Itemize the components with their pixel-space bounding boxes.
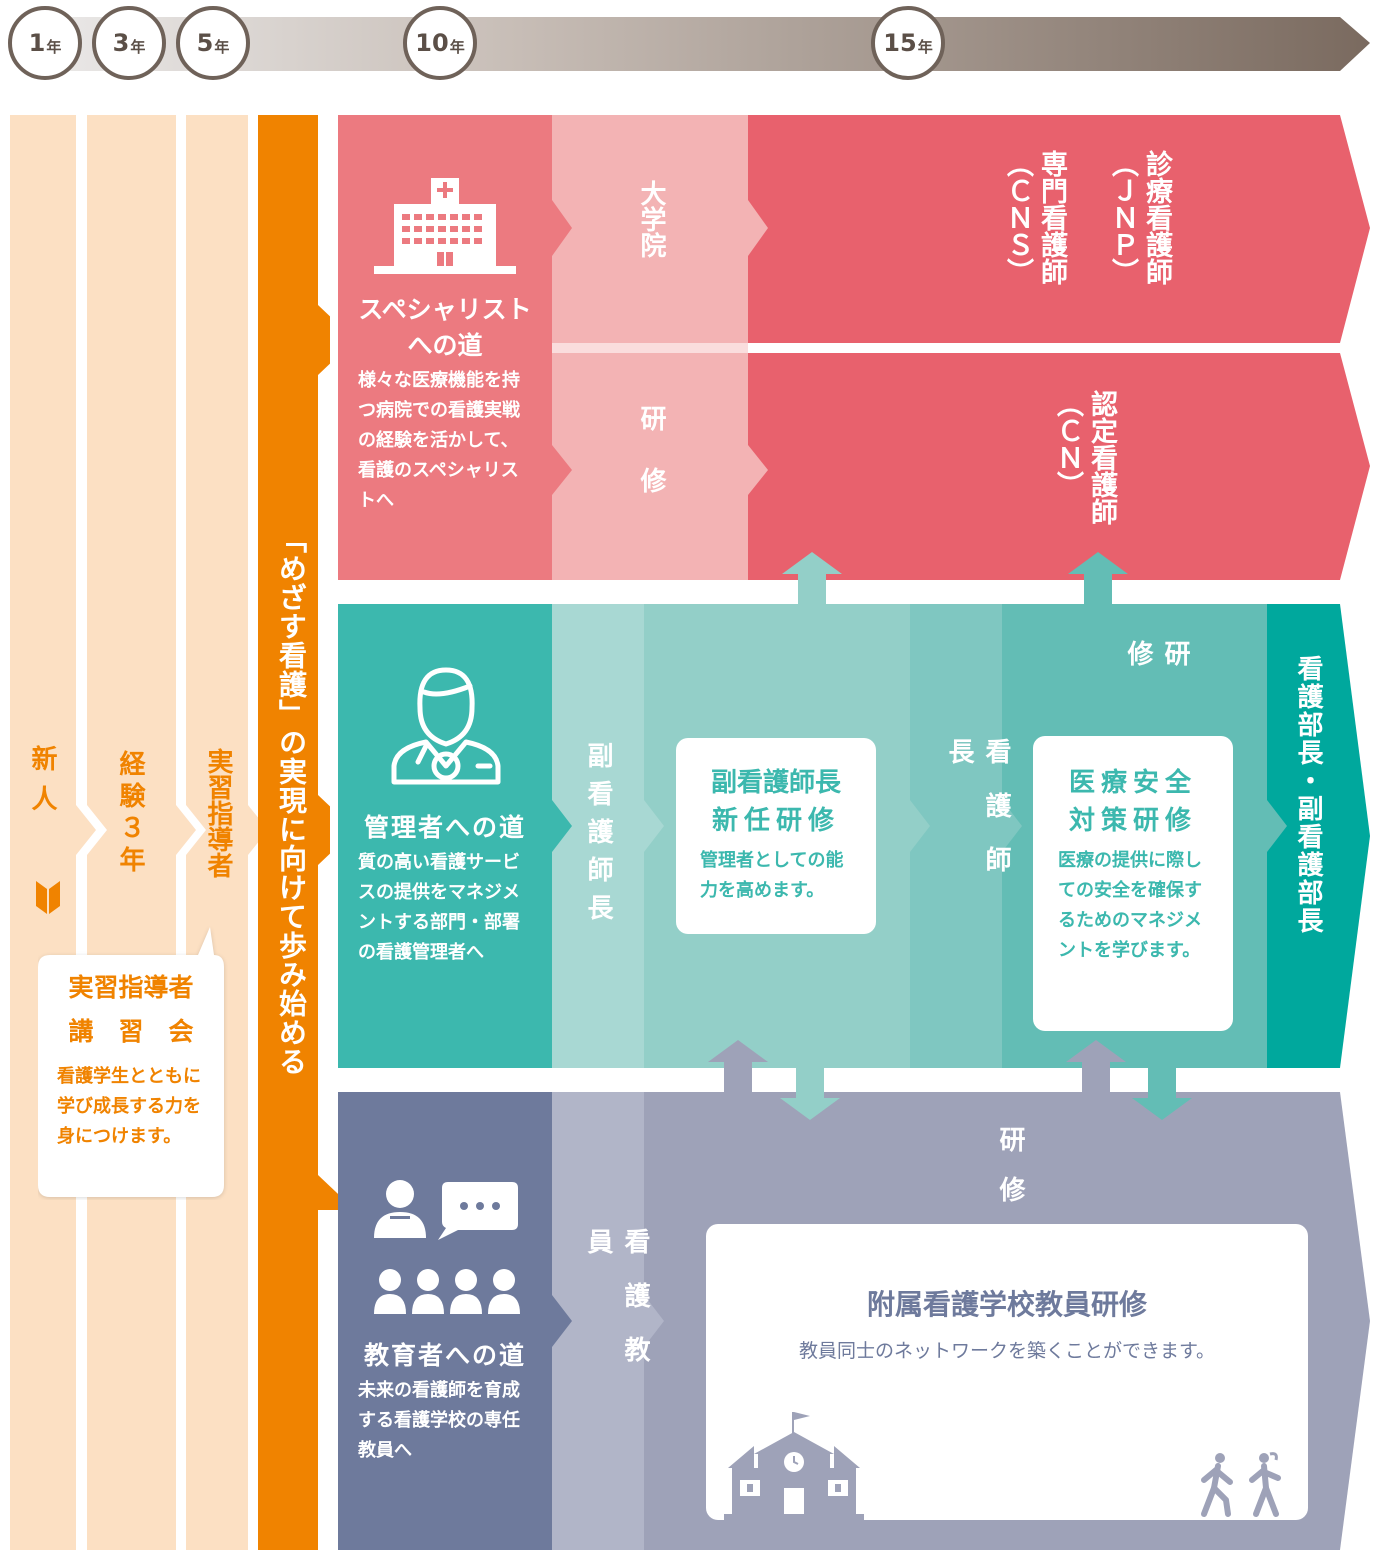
teacher-class-icon — [374, 1180, 520, 1314]
hospital-icon — [374, 178, 516, 274]
school-building-icon — [724, 1412, 864, 1520]
stage-clinical-instructor: 実習指導者 — [203, 748, 233, 878]
jnp-label: 診療看護師（ＪＮＰ） — [1107, 150, 1172, 285]
instructor-course-subtitle: 講 習 会 — [68, 1017, 194, 1046]
specialist-desc: 様々な医療機能を持つ病院での看護実戦の経験を活かして、看護のスペシャリストへ — [358, 370, 520, 511]
educator-title: 教育者への道 — [363, 1341, 526, 1370]
stage-experience-3-years: 経験３年 — [115, 750, 145, 878]
course2-title-line2: 対策研修 — [1068, 806, 1197, 836]
teacher-course-title: 附属看護学校教員研修 — [866, 1288, 1147, 1321]
manager-training-label: 研修 — [1123, 640, 1190, 688]
instructor-course-callout — [38, 927, 224, 1197]
cns-label: 専門看護師（ＣＮＳ） — [1002, 150, 1067, 285]
stage-newcomer: 新人 — [27, 745, 57, 825]
timeline-bar — [60, 17, 1370, 71]
instructor-course-desc: 看護学生とともに学び成長する力を身につけます。 — [57, 1066, 201, 1147]
goal-banner-text: 「めざす看護」の実現に向けて歩み始める — [275, 525, 308, 1076]
instructor-course-title: 実習指導者 — [68, 973, 194, 1002]
manager-desc: 質の高い看護サービスの提供をマネジメントする部門・部署の看護管理者へ — [358, 852, 520, 963]
course2-desc: 医療の提供に際しての安全を確保するためのマネジメントを学びます。 — [1058, 850, 1202, 961]
course1-desc: 管理者としての能力を高めます。 — [700, 850, 844, 901]
assistant-head-nurse-label: 副看護師長 — [583, 742, 613, 932]
asst-head-nurse-course-card — [676, 738, 876, 934]
specialist-title-line1: スペシャリスト — [358, 295, 532, 324]
walking-people-icon — [1201, 1452, 1281, 1517]
manager-title: 管理者への道 — [363, 813, 526, 842]
specialist-training-label: 研修 — [636, 405, 666, 529]
beginner-mark-icon — [36, 881, 60, 914]
safety-course-card — [1033, 736, 1233, 1031]
course1-title-line2: 新任研修 — [711, 806, 840, 836]
course2-title-line1: 医療安全 — [1068, 768, 1197, 798]
head-nurse-label: 看護師長 — [944, 738, 1011, 900]
cn-label: 認定看護師（ＣＮ） — [1052, 390, 1117, 525]
educator-desc: 未来の看護師を育成する看護学校の専任教員へ — [358, 1380, 520, 1461]
educator-training-label: 研修 — [995, 1126, 1025, 1226]
nurse-manager-icon — [391, 667, 501, 785]
nursing-teacher-label: 看護教員 — [583, 1228, 650, 1390]
course1-title-line1: 副看護師長 — [710, 768, 841, 798]
teacher-course-desc: 教員同士のネットワークを築くことができます。 — [798, 1340, 1216, 1362]
specialist-title-line2: への道 — [407, 331, 483, 360]
nursing-director-label: 看護部長・副看護部長 — [1293, 655, 1323, 935]
graduate-school-label: 大学院 — [636, 180, 666, 258]
